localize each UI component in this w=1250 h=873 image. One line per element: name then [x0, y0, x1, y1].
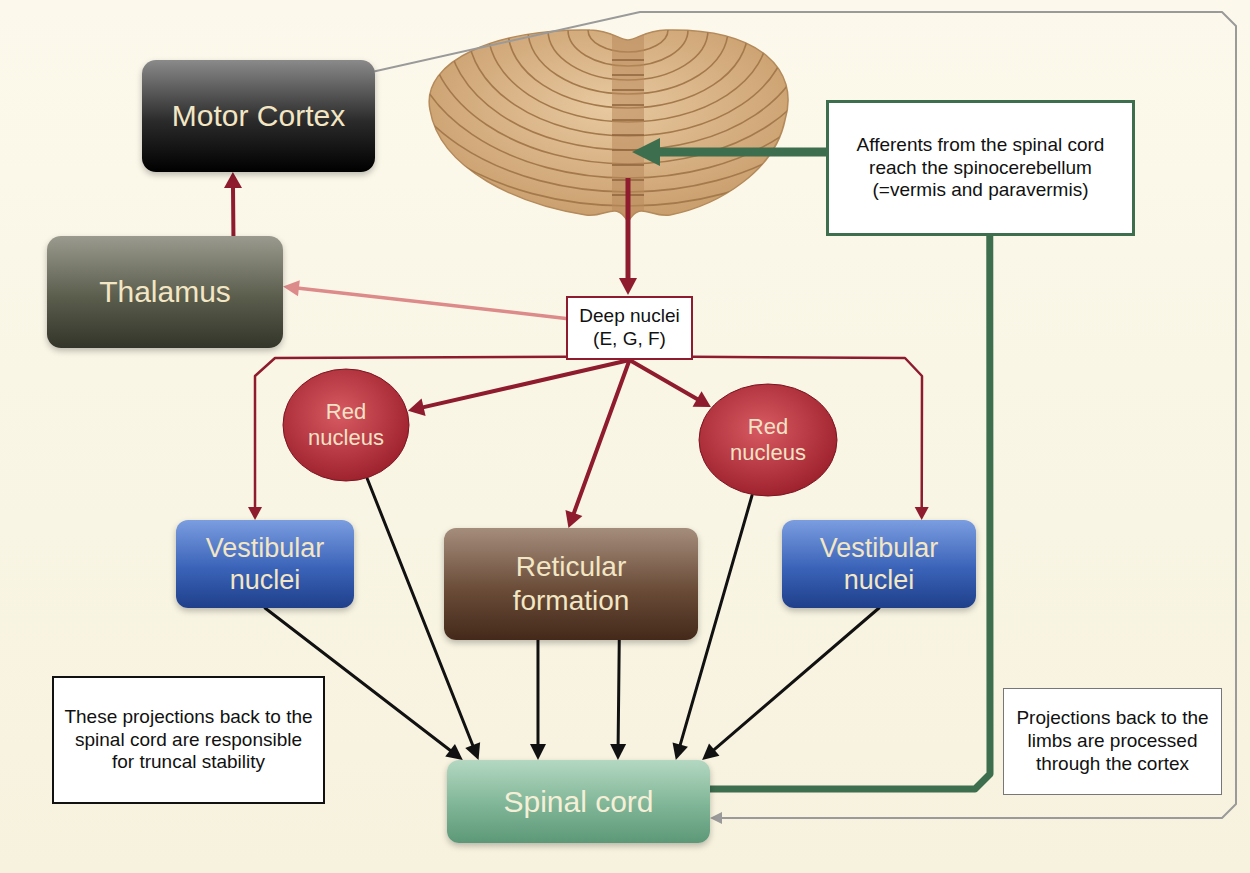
connector — [693, 357, 922, 509]
arrow-head — [530, 744, 546, 760]
arrow-head — [224, 172, 242, 188]
connector — [618, 640, 619, 746]
connector — [573, 360, 629, 515]
arrow-head — [610, 744, 626, 760]
nucleus-shape — [283, 369, 409, 481]
note-box: Projections back to the limbs are proces… — [1003, 688, 1222, 795]
nuclei-box: Deep nuclei (E, G, F) — [566, 296, 693, 360]
connector — [713, 608, 879, 751]
arrow-head — [710, 812, 722, 824]
node-label: Red nucleus — [298, 399, 394, 452]
cerebellum-outline — [429, 30, 788, 222]
arrow-head — [465, 742, 480, 760]
node-label: These projections back to the spinal cor… — [64, 706, 313, 774]
spinal-cord-box: Spinal cord — [447, 760, 710, 843]
node-label: Vestibular nuclei — [184, 532, 346, 597]
arrow-head — [283, 280, 300, 296]
connector — [710, 236, 990, 789]
arrow-head — [619, 278, 637, 295]
arrow-head — [673, 742, 688, 760]
arrow-head — [915, 507, 929, 520]
formation-box: Reticular formation — [444, 528, 698, 640]
connector — [231, 186, 235, 236]
node-label: Motor Cortex — [172, 98, 345, 134]
node-label: Red nucleus — [714, 414, 822, 467]
nucleus-ellipse: Red nucleus — [282, 368, 410, 482]
node-label: Thalamus — [99, 274, 231, 310]
arrow-head — [248, 507, 262, 520]
node-label: Spinal cord — [503, 784, 653, 820]
connector — [422, 360, 630, 408]
nuclei-box: Vestibular nuclei — [782, 520, 976, 608]
arrow-head — [408, 398, 426, 416]
arrow-head — [445, 744, 463, 760]
arrow-head — [632, 138, 660, 166]
cerebellum-output-arrow — [626, 178, 631, 280]
nucleus-shape — [699, 384, 837, 496]
connector — [255, 357, 566, 509]
node-label: Deep nuclei (E, G, F) — [574, 305, 685, 351]
nucleus-ellipse: Red nucleus — [698, 383, 838, 497]
arrow-head — [693, 391, 711, 407]
arrow-head — [565, 510, 582, 528]
node-label: Vestibular nuclei — [790, 532, 968, 597]
thalamus-box: Thalamus — [47, 236, 283, 348]
node-label: Afferents from the spinal cord reach the… — [841, 134, 1120, 202]
connector — [375, 12, 1236, 818]
note-box: These projections back to the spinal cor… — [52, 676, 325, 804]
connector — [630, 360, 699, 400]
node-label: Reticular formation — [454, 550, 688, 617]
arrow-head — [702, 744, 719, 760]
afferent-arrow — [656, 148, 826, 157]
node-label: Projections back to the limbs are proces… — [1014, 707, 1211, 775]
callout-box: Afferents from the spinal cord reach the… — [826, 100, 1135, 236]
connector — [297, 288, 566, 318]
nuclei-box: Vestibular nuclei — [176, 520, 354, 608]
cortex-box: Motor Cortex — [142, 60, 375, 172]
connector — [536, 640, 539, 746]
